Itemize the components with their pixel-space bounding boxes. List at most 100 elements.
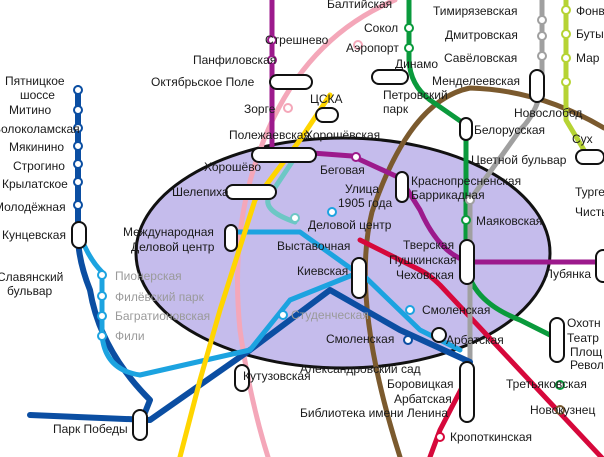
label-revol[interactable]: Револ	[570, 358, 604, 372]
label-shelepikha[interactable]: Шелепиха	[172, 185, 229, 199]
label-dinamo[interactable]: Динамо	[395, 57, 438, 71]
label-kropotkinskaya[interactable]: Кропоткинская	[450, 430, 532, 444]
transfer-tsvetnoy[interactable]	[575, 149, 604, 165]
label-pyatnitskoe-2[interactable]: шоссе	[20, 88, 55, 102]
label-savyolovskaya[interactable]: Савёловская	[444, 51, 517, 65]
transfer-delovoy[interactable]	[224, 224, 238, 252]
transfer-arbatskaya[interactable]	[431, 327, 447, 343]
label-barrikadnaya[interactable]: Баррикадная	[411, 188, 485, 202]
label-lubyanka[interactable]: Лубянка	[545, 267, 591, 281]
label-molodyozhnaya[interactable]: Молодёжная	[0, 200, 66, 214]
label-sokol[interactable]: Сокол	[364, 21, 398, 35]
label-ploshch[interactable]: Площ	[570, 345, 602, 359]
label-pushkinskaya[interactable]: Пушкинская	[389, 253, 457, 267]
label-myakinino[interactable]: Мякинино	[9, 140, 64, 154]
label-biblioteka[interactable]: Библиотека имени Ленина	[300, 406, 448, 420]
transfer-kievskaya[interactable]	[351, 257, 367, 299]
label-tsvetnoy[interactable]: Цветной бульвар	[471, 153, 567, 167]
label-mendeleevskaya[interactable]: Менделеевская	[432, 74, 520, 88]
label-filyovsky-park[interactable]: Филёвский парк	[115, 290, 205, 304]
label-sukh[interactable]: Сух	[572, 132, 593, 146]
label-chekhovskaya[interactable]: Чеховская	[396, 268, 454, 282]
label-borovitskaya[interactable]: Боровицкая	[387, 377, 454, 391]
label-tverskaya[interactable]: Тверская	[403, 238, 454, 252]
line-yellow[interactable]	[177, 92, 333, 457]
line-lightblue[interactable]	[79, 237, 463, 378]
transfer-krasnopresnenskaya[interactable]	[395, 171, 409, 203]
label-slavyansky-2[interactable]: бульвар	[7, 284, 53, 298]
transfer-kuntsevskaya[interactable]	[71, 221, 87, 249]
label-tska[interactable]: ЦСКА	[310, 92, 343, 106]
line-red[interactable]	[357, 237, 604, 457]
transfer-belorusskaya[interactable]	[459, 117, 473, 141]
label-novokuznetskaya[interactable]: Новокузнец	[530, 403, 595, 417]
transfer-borovitskaya[interactable]	[459, 361, 475, 423]
transfer-dinamo[interactable]	[371, 69, 409, 85]
label-arbatskaya2[interactable]: Арбатская	[394, 392, 452, 406]
label-ulitsa-1[interactable]: Улица	[345, 182, 379, 196]
label-fonv[interactable]: Фонв	[576, 4, 604, 18]
label-teatr[interactable]: Театр	[567, 331, 599, 345]
label-pyatnitskoe-1[interactable]: Пятницкое	[5, 74, 65, 88]
transfer-park-pobedy[interactable]	[132, 409, 148, 441]
label-mitino[interactable]: Митино	[9, 103, 52, 117]
transfer-pushkinskaya[interactable]	[459, 239, 475, 285]
transfer-khoroshyovo[interactable]	[251, 147, 317, 163]
label-bagrationovskaya[interactable]: Багратионовская	[115, 309, 210, 323]
label-timiryazevskaya[interactable]: Тимирязевская	[433, 4, 517, 18]
label-ulitsa-2[interactable]: 1905 года	[338, 196, 393, 210]
label-buty[interactable]: Буты	[576, 27, 604, 41]
label-krasnopresnenskaya[interactable]: Краснопресненская	[411, 174, 521, 188]
label-delovoy-tsentr[interactable]: Деловой центр	[308, 218, 392, 232]
transfer-shelepikha[interactable]	[225, 184, 277, 200]
transfer-tska[interactable]	[315, 107, 339, 123]
label-studencheskaya[interactable]: Студенческая	[291, 308, 369, 322]
transfer-kutuzovskaya[interactable]	[234, 364, 250, 392]
label-delovoy-tsentr2[interactable]: Деловой центр	[131, 240, 215, 254]
label-petrovsky-park-2[interactable]: парк	[383, 102, 409, 116]
label-park-pobedy[interactable]: Парк Победы	[53, 422, 128, 436]
label-arbatskaya1[interactable]: Арбатская	[446, 333, 504, 347]
transfer-lubyanka[interactable]	[595, 249, 604, 283]
line-lime[interactable]	[563, 0, 593, 163]
label-begovaya[interactable]: Беговая	[320, 163, 365, 177]
label-smolenskaya2[interactable]: Смоленская	[326, 332, 394, 346]
line-darkblue[interactable]	[27, 85, 473, 428]
label-volokolamskaya[interactable]: Волоколамская	[0, 122, 80, 136]
label-slavyansky-1[interactable]: Славянский	[0, 270, 63, 284]
label-belorusskaya[interactable]: Белорусская	[474, 123, 545, 137]
label-petrovsky-park-1[interactable]: Петровский	[383, 88, 448, 102]
label-krylatskoe[interactable]: Крылатское	[2, 177, 68, 191]
label-zorge[interactable]: Зорге	[244, 102, 276, 116]
label-okhotny[interactable]: Охотн	[567, 316, 601, 330]
line-circle-brown[interactable]	[362, 85, 604, 457]
label-mayakovskaya[interactable]: Маяковская	[476, 214, 542, 228]
label-novoslobodskaya[interactable]: Новослобод	[514, 106, 582, 120]
label-baltiyskaya[interactable]: Балтийская	[327, 0, 392, 11]
label-kutuzovskaya[interactable]: Кутузовская	[243, 369, 311, 383]
transfer-mendeleevskaya[interactable]	[529, 69, 545, 103]
label-strogino[interactable]: Строгино	[13, 159, 65, 173]
line-lightblue-branch[interactable]	[227, 229, 363, 278]
label-turgen[interactable]: Турге	[575, 185, 604, 199]
label-khoroshyovo[interactable]: Хорошёво	[204, 160, 261, 174]
label-oktyabrskoe[interactable]: Октябрьское Поле	[151, 75, 255, 89]
label-vystavochnaya[interactable]: Выставочная	[277, 239, 350, 253]
label-khoroshyovskaya[interactable]: Хорошёвская	[305, 128, 380, 142]
label-pionerskaya[interactable]: Пионерская	[115, 269, 182, 283]
label-smolenskaya1[interactable]: Смоленская	[422, 303, 490, 317]
label-polezhaevskaya[interactable]: Полежаевская	[229, 128, 310, 142]
label-dmitrovskaya[interactable]: Дмитровская	[445, 28, 518, 42]
label-kuntsevskaya[interactable]: Кунцевская	[2, 228, 66, 242]
label-mar[interactable]: Мар	[576, 51, 600, 65]
label-mezhdunarodnaya[interactable]: Международная	[123, 225, 214, 239]
label-fili[interactable]: Фили	[115, 329, 145, 343]
label-chist[interactable]: Чисть	[575, 205, 604, 219]
line-pink-ring[interactable]	[235, 0, 398, 457]
label-kievskaya[interactable]: Киевская	[297, 264, 348, 278]
label-panfilovskaya[interactable]: Панфиловская	[193, 53, 276, 67]
label-tretyakovskaya[interactable]: Третьяковская	[506, 377, 587, 391]
label-aeroport[interactable]: Аэропорт	[346, 41, 399, 55]
label-aleksandrovsky[interactable]: Александровский сад	[300, 362, 421, 376]
